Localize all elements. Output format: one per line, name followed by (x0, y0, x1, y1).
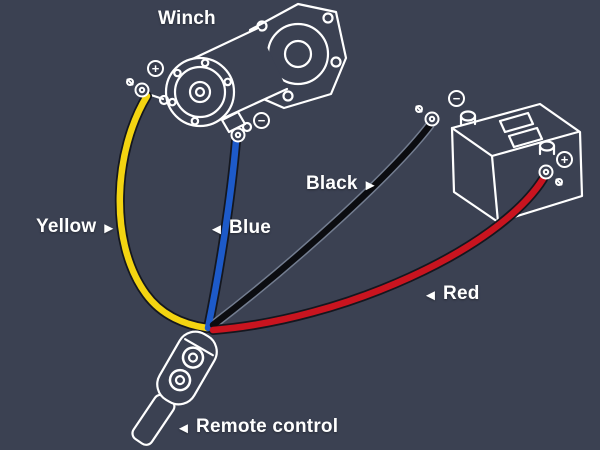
blue-label-text: Blue (229, 217, 272, 238)
yellow-wire-lug (134, 82, 150, 98)
winch-positive-stud (158, 94, 170, 106)
label-yellow: Yellow ► (36, 216, 116, 238)
arrow-right-icon: ► (362, 176, 378, 194)
battery-case (450, 102, 584, 224)
winch-negative-terminal-icon: − (253, 112, 270, 129)
winch-label-text: Winch (158, 8, 216, 29)
label-winch: Winch (158, 8, 216, 30)
black-wire-lug (424, 111, 440, 127)
remote-button-bottom (168, 368, 192, 392)
black-wire (209, 121, 434, 329)
remote-control-label-text: Remote control (196, 416, 339, 437)
winch-illustration (146, 2, 348, 134)
battery-positive-post-top (538, 140, 556, 152)
winch-motor-endcap (164, 56, 236, 128)
ring-terminals (126, 78, 563, 186)
red-label-text: Red (443, 283, 480, 304)
blue-wire (204, 137, 240, 332)
red-wire-lug (538, 164, 554, 180)
arrow-left-icon: ◄ (423, 286, 439, 304)
yellow-wire (116, 92, 211, 332)
minus-sign: − (452, 91, 461, 106)
arrow-left-icon: ◄ (209, 220, 225, 238)
battery-positive-terminal-icon: + (556, 151, 573, 168)
label-remote-control: ◄ Remote control (176, 416, 338, 438)
battery-illustration (450, 102, 584, 224)
plus-sign: + (560, 152, 569, 167)
plus-sign: + (151, 61, 160, 76)
blue-wire-lug (230, 127, 246, 143)
arrow-left-icon: ◄ (176, 419, 192, 437)
battery-negative-post-top (459, 110, 477, 122)
wires (114, 91, 548, 335)
yellow-label-text: Yellow (36, 216, 97, 237)
remote-control-illustration (131, 330, 218, 446)
winch-positive-terminal-icon: + (147, 60, 164, 77)
minus-sign: − (257, 113, 266, 128)
black-label-text: Black (306, 173, 358, 194)
red-wire (209, 175, 547, 334)
winch-negative-stud (241, 121, 253, 133)
label-red: ◄ Red (423, 283, 480, 305)
label-black: Black ► (306, 173, 378, 195)
battery-negative-terminal-icon: − (448, 90, 465, 107)
remote-button-top (181, 346, 205, 369)
label-blue: ◄ Blue (209, 217, 271, 239)
screw-icons (126, 78, 563, 186)
arrow-right-icon: ► (101, 219, 117, 237)
